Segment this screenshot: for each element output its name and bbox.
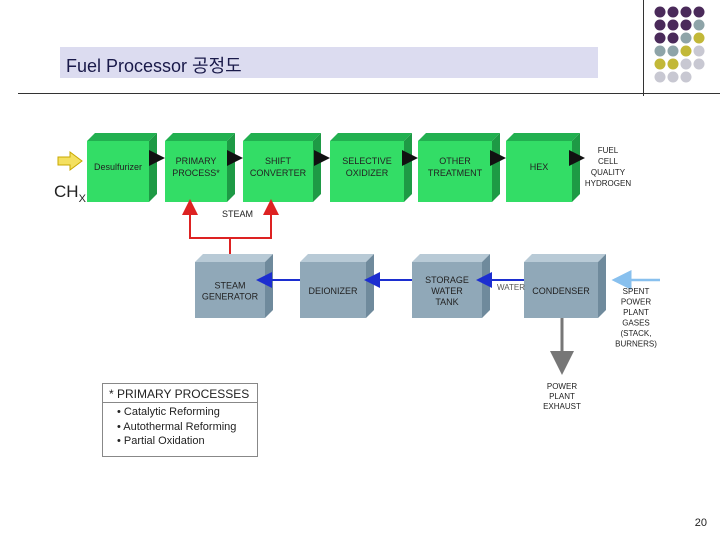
- decorative-dot: [654, 19, 666, 31]
- decorative-dot: [680, 19, 692, 31]
- decorative-dot: [667, 45, 679, 57]
- decorative-dot: [654, 45, 666, 57]
- process-box-label: Desulfurizer: [94, 162, 142, 172]
- steam-label: STEAM: [222, 209, 253, 219]
- note-divider: [103, 402, 257, 403]
- note-item: • Autothermal Reforming: [117, 420, 237, 433]
- page-title: Fuel Processor 공정도: [66, 56, 242, 76]
- decorative-dot: [654, 6, 666, 18]
- decorative-dot: [667, 71, 679, 83]
- decorative-dot: [680, 32, 692, 44]
- steam-arrow: [182, 199, 231, 262]
- process-box-label: HEX: [530, 162, 549, 172]
- page-number: 20: [694, 517, 707, 529]
- feed-label: CHX: [54, 182, 87, 205]
- title-bar: Fuel Processor 공정도: [60, 47, 598, 78]
- decorative-dot: [693, 32, 705, 44]
- decorative-dot: [680, 6, 692, 18]
- equipment-box-3: CONDENSER: [524, 254, 606, 318]
- note-heading: * PRIMARY PROCESSES: [109, 387, 250, 401]
- decorative-dot: [654, 71, 666, 83]
- decorative-dot: [667, 19, 679, 31]
- decorative-dot: [693, 6, 705, 18]
- process-box-0: Desulfurizer: [87, 133, 157, 202]
- equipment-box-label: CONDENSER: [532, 286, 590, 296]
- water-label: WATER: [497, 283, 525, 292]
- decorative-dot: [693, 19, 705, 31]
- decorative-dot: [667, 32, 679, 44]
- note-list: • Catalytic Reforming • Autothermal Refo…: [117, 405, 236, 449]
- process-box-5: HEX: [506, 133, 580, 202]
- decorative-dot: [680, 71, 692, 83]
- decorative-dot: [654, 32, 666, 44]
- steam-arrow-branch: [230, 199, 279, 239]
- feed-arrow: [57, 151, 83, 171]
- equipment-box-1: DEIONIZER: [300, 254, 374, 318]
- note-item: • Catalytic Reforming: [117, 406, 220, 418]
- header-divider: [643, 0, 644, 96]
- title-underline: [18, 93, 720, 94]
- decorative-dot: [654, 58, 666, 70]
- decorative-dot: [693, 45, 705, 57]
- decorative-dot: [680, 45, 692, 57]
- primary-processes-note: * PRIMARY PROCESSES • Catalytic Reformin…: [102, 383, 258, 457]
- equipment-box-label: DEIONIZER: [308, 286, 358, 296]
- decorative-dot: [680, 58, 692, 70]
- decorative-dot-grid: [654, 6, 705, 83]
- note-item: • Partial Oxidation: [117, 435, 205, 447]
- decorative-dot: [667, 58, 679, 70]
- decorative-dot: [667, 6, 679, 18]
- decorative-dot: [693, 58, 705, 70]
